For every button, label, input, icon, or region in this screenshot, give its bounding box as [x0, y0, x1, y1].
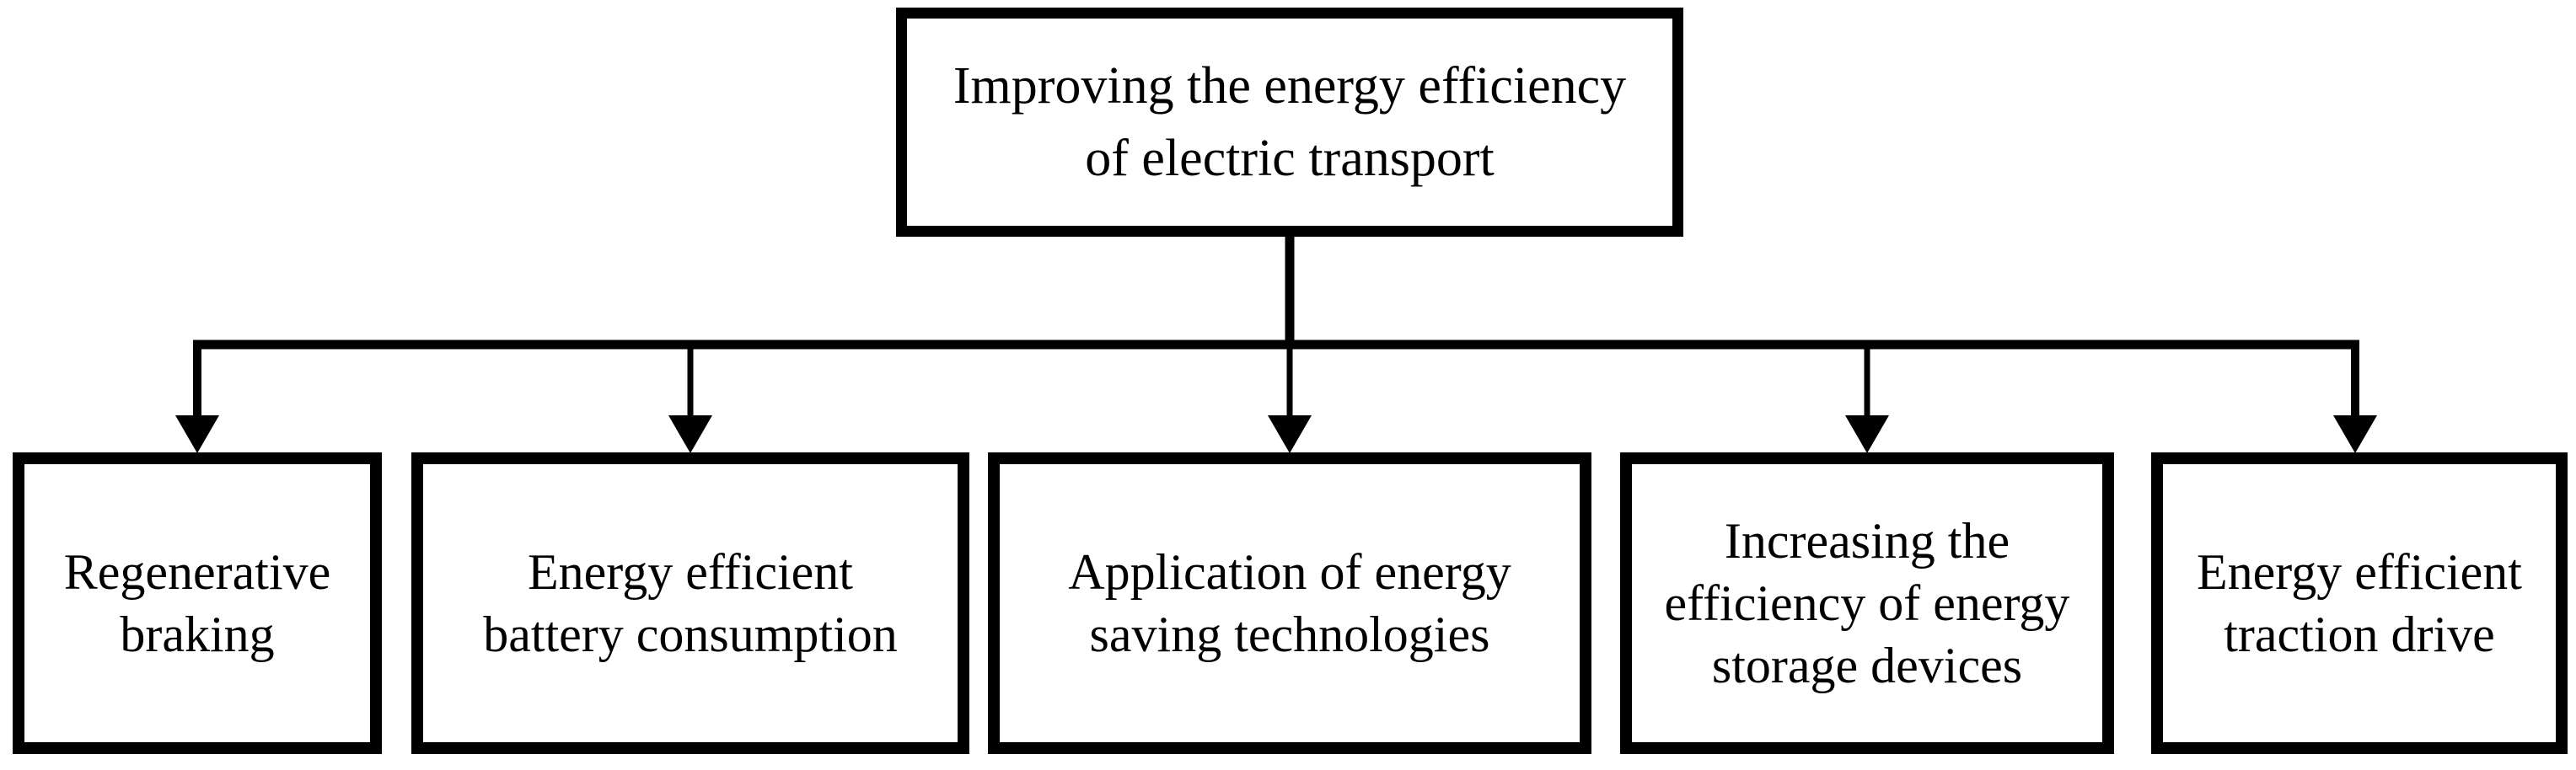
child-node-label-line: saving technologies [1089, 607, 1490, 662]
child-node-label-line: Application of energy [1068, 544, 1511, 600]
child-node-energy-storage-devices: Increasing the efficiency of energy stor… [1620, 452, 2114, 754]
child-node-label-line: efficiency of energy [1664, 575, 2070, 631]
child-node-label-line: storage devices [1711, 638, 2023, 693]
child-node-label-line: Energy efficient [2197, 544, 2522, 600]
arrowhead-icon-4 [1845, 415, 1889, 453]
arrowhead-icon-1 [175, 415, 219, 453]
child-node-label-line: battery consumption [483, 607, 898, 662]
root-node-label-line-2: of electric transport [1085, 130, 1495, 187]
child-node-label-line: braking [120, 607, 275, 662]
child-node-energy-saving-technologies: Application of energy saving technologie… [988, 452, 1591, 754]
arrowhead-icon-2 [668, 415, 712, 453]
child-node-label-line: traction drive [2224, 607, 2495, 662]
child-node-label-line: Increasing the [1724, 513, 2010, 569]
root-node: Improving the energy efficiency of elect… [896, 8, 1683, 237]
child-node-label-line: Regenerative [63, 544, 331, 600]
arrowhead-icon-3 [1268, 415, 1312, 453]
child-node-regenerative-braking: Regenerative braking [13, 452, 382, 754]
child-node-traction-drive: Energy efficient traction drive [2151, 452, 2568, 754]
child-node-battery-consumption: Energy efficient battery consumption [411, 452, 969, 754]
child-node-label-line: Energy efficient [528, 544, 853, 600]
arrowhead-icon-5 [2333, 415, 2377, 453]
root-node-label-line-1: Improving the energy efficiency [953, 57, 1627, 115]
